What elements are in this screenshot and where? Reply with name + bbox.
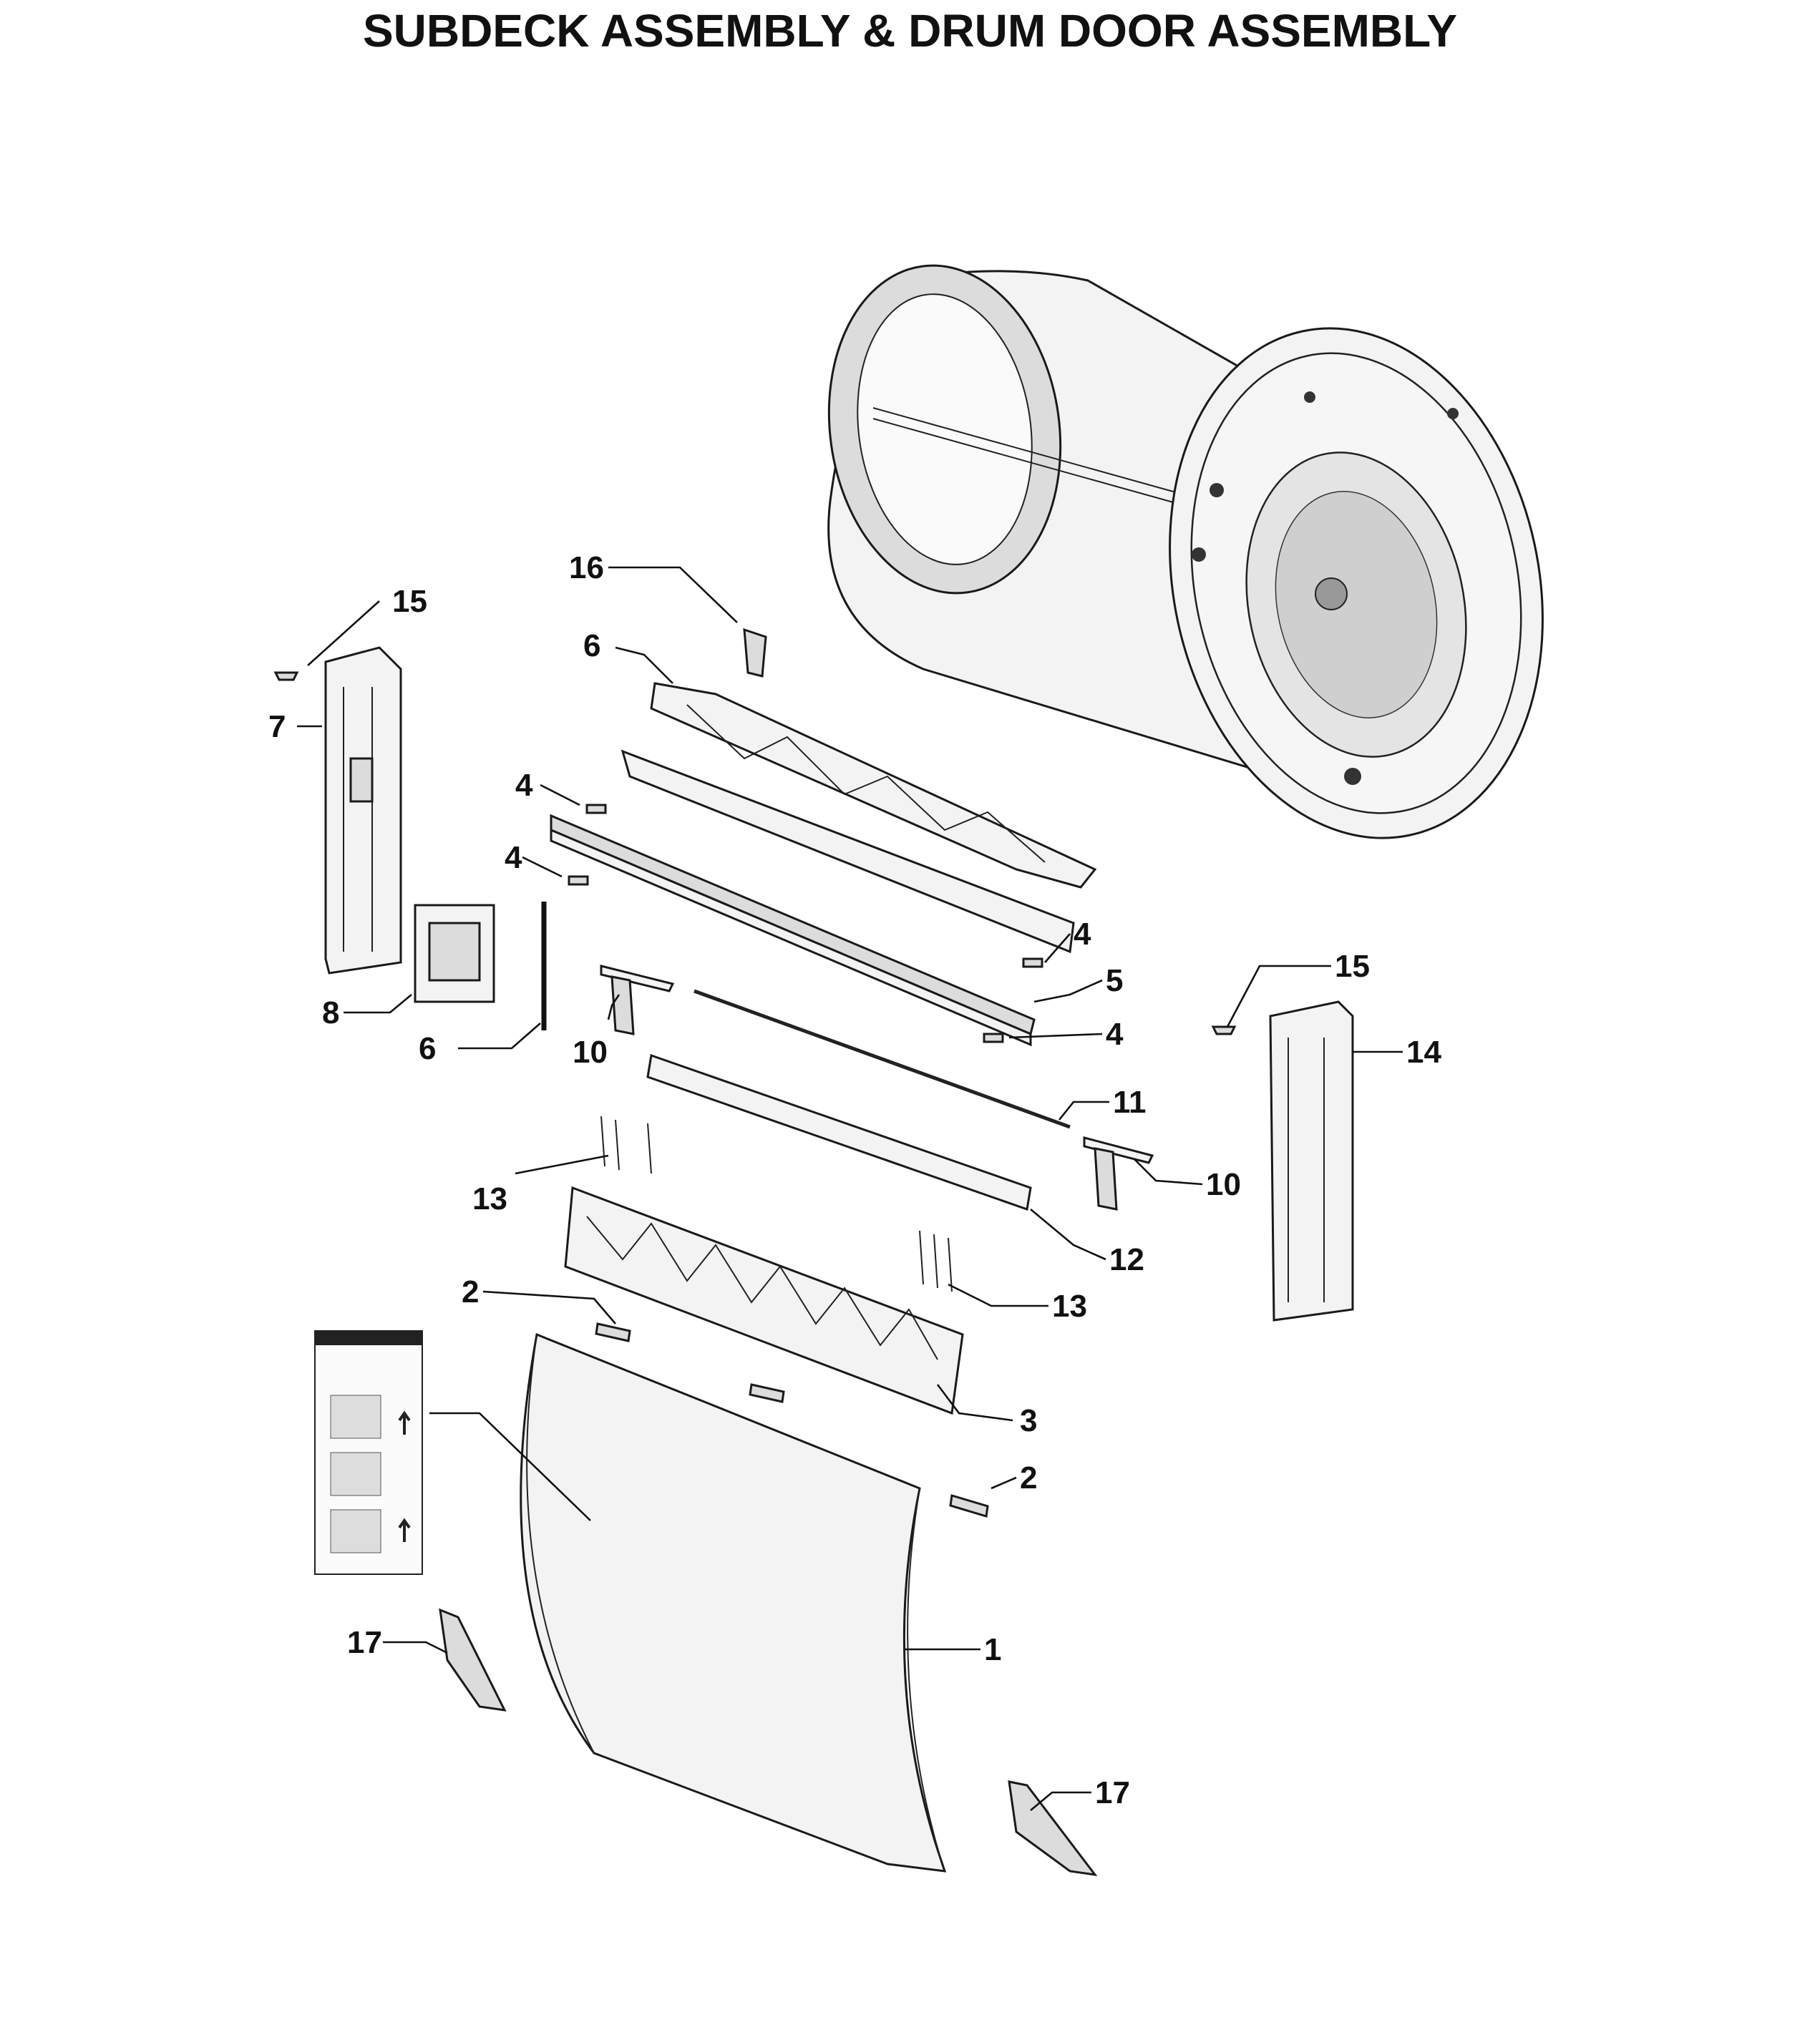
callout-12: 12: [1109, 1242, 1144, 1277]
hinge-bar: [646, 1053, 1032, 1211]
screws-4: [568, 804, 1043, 1043]
clip-part: [743, 628, 767, 678]
callout-10-left: 10: [573, 1035, 608, 1070]
callout-11: 11: [1113, 1085, 1147, 1120]
left-side-bracket: [324, 646, 402, 975]
diagram-title: SUBDECK ASSEMBLY & DRUM DOOR ASSEMBLY: [362, 5, 1458, 57]
callout-10-right: 10: [1206, 1167, 1241, 1202]
callout-17-right: 17: [1095, 1775, 1130, 1810]
callout-2-b: 2: [1020, 1460, 1037, 1495]
slide-left: [439, 1608, 507, 1712]
callout-5: 5: [1106, 963, 1123, 998]
callout-6-bottom: 6: [419, 1031, 436, 1066]
callout-7: 7: [268, 709, 286, 744]
wire: [694, 989, 1071, 1129]
callout-4-c: 4: [1074, 917, 1091, 952]
callout-2-a: 2: [462, 1274, 479, 1309]
hinge-left: [600, 965, 675, 1035]
callout-13-left: 13: [472, 1181, 507, 1216]
callout-13-right: 13: [1052, 1289, 1087, 1324]
screw-left: [273, 671, 299, 681]
callout-8: 8: [322, 995, 339, 1030]
door-bracket: [564, 1186, 964, 1415]
drum-door-panel: [520, 1332, 947, 1873]
drum: [827, 264, 1544, 839]
switch-part: [414, 904, 495, 1003]
callout-15-right: 15: [1335, 949, 1370, 984]
callout-6-top: 6: [583, 628, 600, 663]
callout-17-left: 17: [347, 1625, 382, 1660]
instruction-label: [314, 1330, 423, 1575]
callout-3: 3: [1020, 1403, 1037, 1438]
screw-right: [1211, 1025, 1237, 1035]
callout-16: 16: [569, 550, 604, 585]
pins: [595, 1322, 989, 1518]
slide-right: [1008, 1780, 1098, 1877]
hinge-right: [1083, 1136, 1154, 1211]
springs: [600, 1116, 953, 1292]
callout-4-d: 4: [1106, 1017, 1124, 1052]
leader-lines: [297, 566, 1403, 1811]
right-side-bracket: [1269, 1000, 1354, 1322]
callout-labels: 16 15 6 7 4 4 4 5 4 15 14 8 6 10 11 10 1…: [268, 550, 1441, 1810]
callout-14: 14: [1406, 1035, 1441, 1070]
callout-4-a: 4: [515, 768, 533, 803]
callout-1: 1: [984, 1632, 1001, 1667]
rail: [550, 814, 1036, 1047]
subdeck-frame: [621, 682, 1097, 954]
callout-4-b: 4: [505, 840, 522, 875]
callout-15-left: 15: [392, 584, 427, 619]
